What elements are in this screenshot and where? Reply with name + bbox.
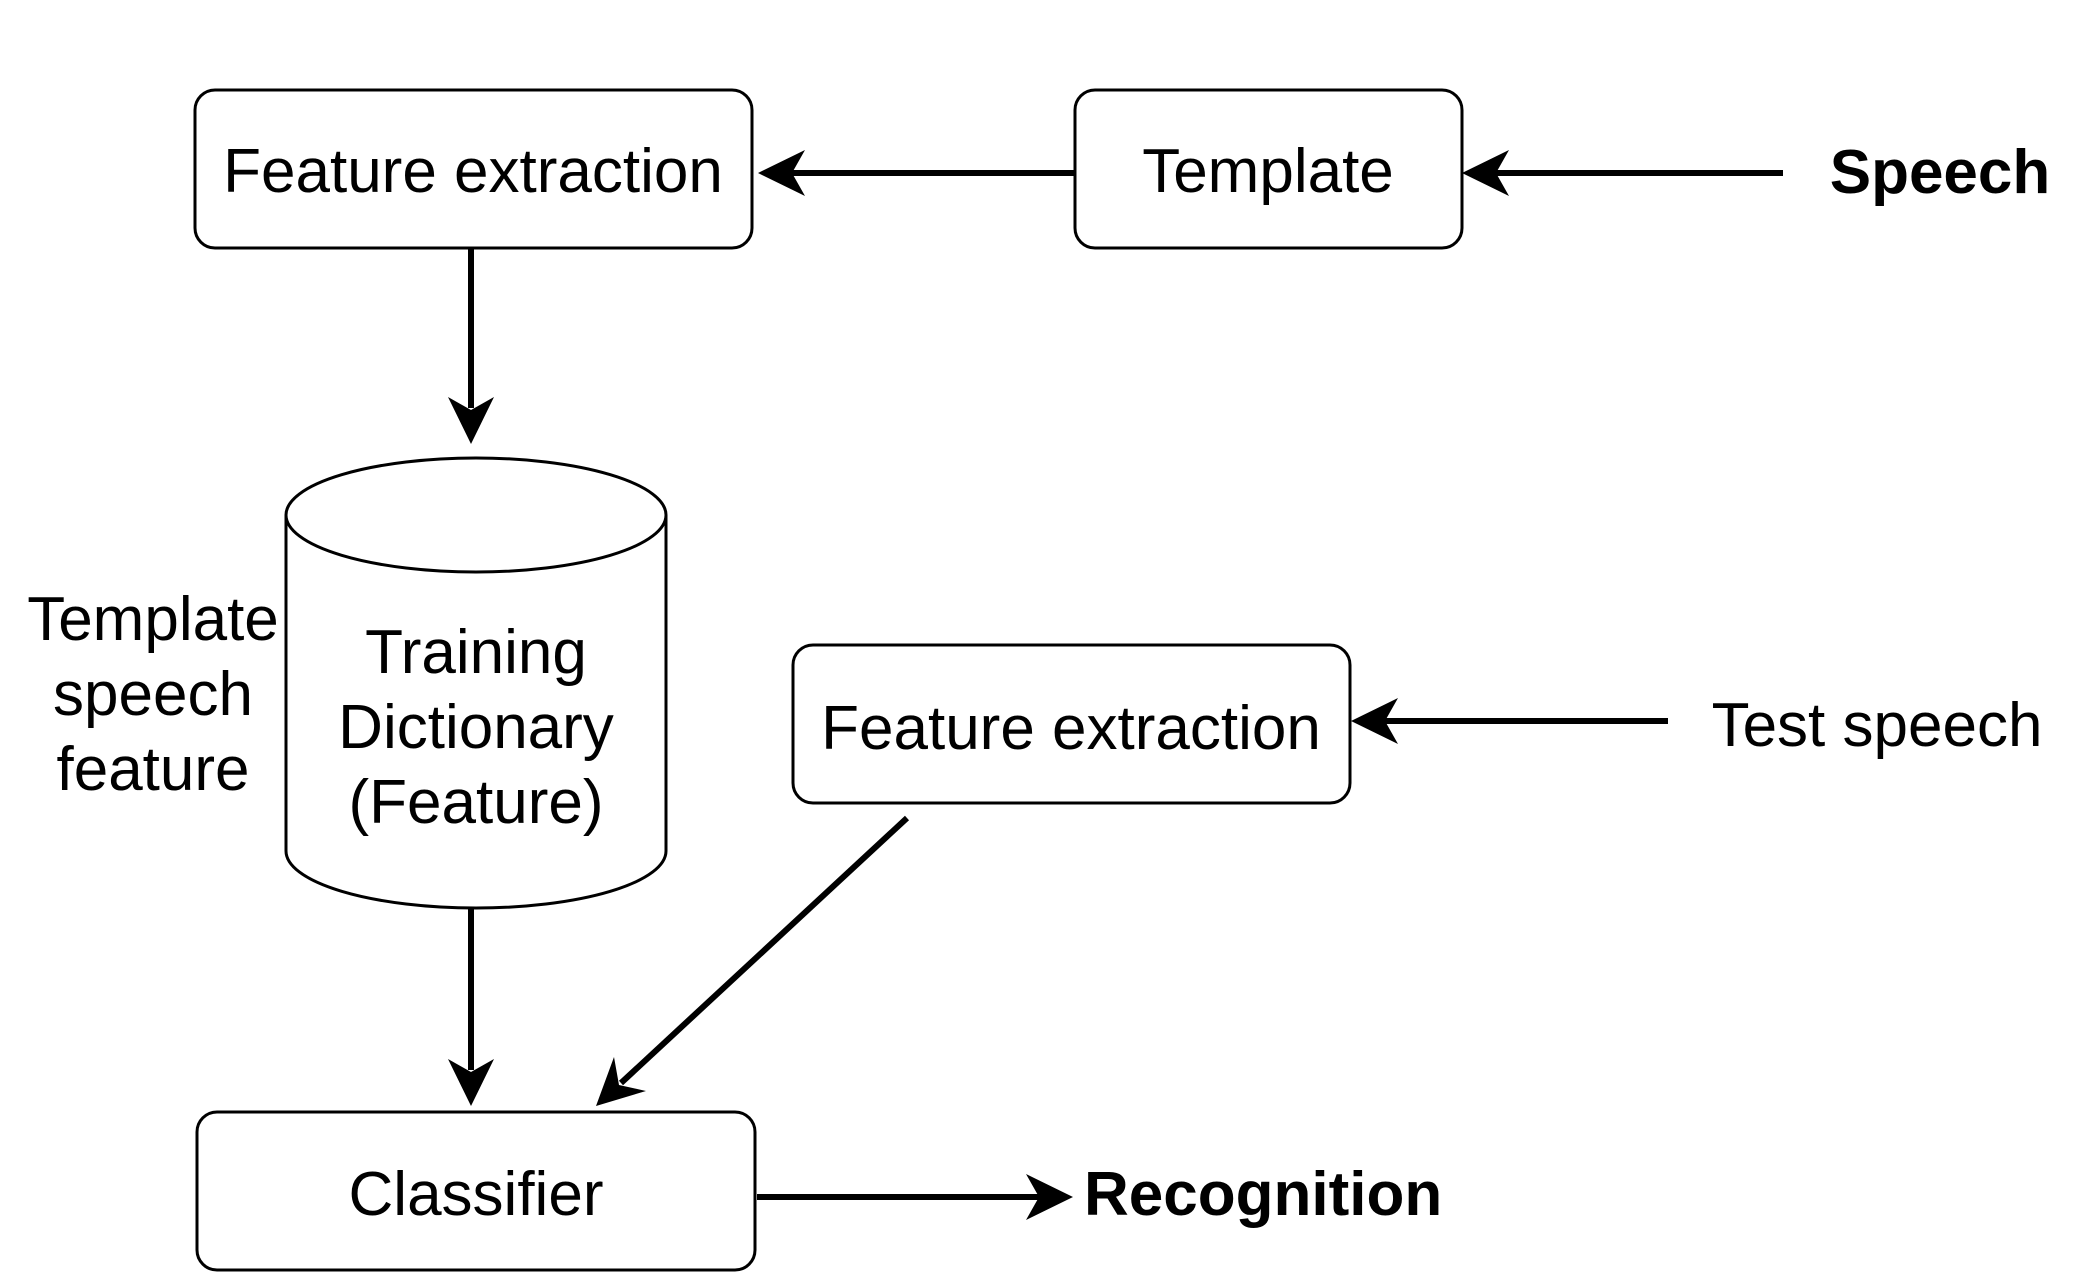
template-node: Template (1073, 88, 1464, 250)
edge-feature-extraction-to-dictionary (448, 249, 494, 444)
training-dictionary-label-line-1: Training (365, 618, 587, 687)
test-feature-extraction-node: Feature extraction (791, 643, 1352, 805)
feature-extraction-node: Feature extraction (193, 88, 754, 250)
template-speech-feature-line-2: speech (53, 660, 253, 729)
edge-speech-to-template (1462, 150, 1783, 196)
edge-test-speech-to-feature-extraction (1351, 698, 1668, 744)
classifier-label: Classifier (349, 1160, 604, 1229)
speech-label: Speech (1830, 138, 2051, 207)
test-speech-label: Test speech (1712, 691, 2043, 760)
template-label: Template (1142, 137, 1394, 206)
recognition-label: Recognition (1084, 1160, 1442, 1229)
edge-classifier-to-recognition (757, 1174, 1073, 1220)
training-dictionary-label-line-3: (Feature) (349, 768, 604, 837)
test-speech-waveform-icon (1711, 574, 2012, 676)
speech-waveform-icon (1773, 26, 2087, 128)
test-feature-extraction-label: Feature extraction (821, 694, 1321, 763)
classifier-node: Classifier (195, 1110, 757, 1272)
edge-dictionary-to-classifier (448, 908, 494, 1106)
edge-feature-extraction-to-classifier (596, 815, 910, 1106)
template-speech-feature-annotation: Template speech feature (27, 585, 279, 804)
template-speech-feature-line-1: Template (27, 585, 279, 654)
feature-extraction-label: Feature extraction (223, 137, 723, 206)
edge-template-to-feature-extraction (758, 150, 1075, 196)
training-dictionary-label-line-2: Dictionary (338, 693, 614, 762)
training-dictionary-node: Training Dictionary (Feature) (284, 456, 668, 910)
template-speech-feature-line-3: feature (56, 735, 249, 804)
